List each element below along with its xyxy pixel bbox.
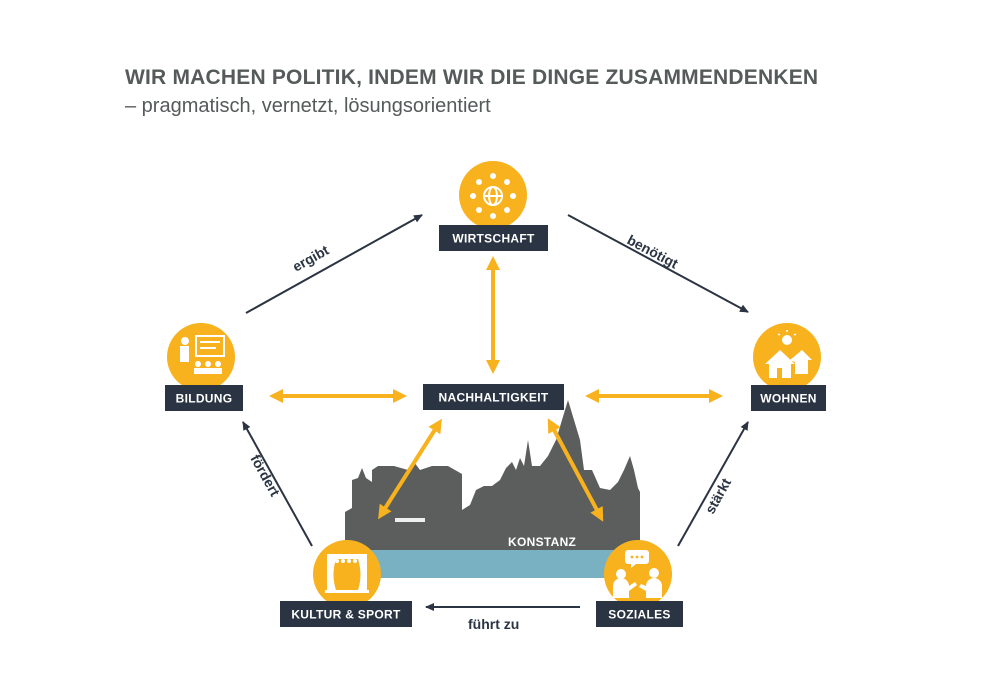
- node-bildung: BILDUNG: [165, 323, 243, 411]
- node-soziales: SOZIALES: [596, 540, 683, 627]
- houses-sun-icon: [765, 330, 812, 378]
- teacher-board-icon: [180, 335, 225, 374]
- link-kultur-nachhaltigkeit: [378, 418, 442, 520]
- relationship-arrows: [242, 214, 749, 611]
- node-soziales-label: SOZIALES: [608, 608, 670, 622]
- node-wohnen: WOHNEN: [751, 323, 826, 411]
- theater-stage-icon: [325, 554, 369, 593]
- konstanz-skyline: KONSTANZ: [345, 400, 640, 578]
- page-title: WIR MACHEN POLITIK, INDEM WIR DIE DINGE …: [125, 66, 819, 89]
- node-bildung-label-box: [165, 385, 243, 411]
- node-kultur-sport-label-box: [280, 601, 412, 627]
- edge-label-benoetigt: benötigt: [625, 232, 682, 272]
- link-soziales-nachhaltigkeit: [547, 418, 604, 522]
- node-wohnen-label: WOHNEN: [760, 392, 816, 406]
- edge-label-fuehrt-zu: führt zu: [468, 616, 519, 632]
- node-nachhaltigkeit: NACHHALTIGKEIT: [423, 384, 564, 410]
- node-nachhaltigkeit-label: NACHHALTIGKEIT: [439, 391, 549, 405]
- lake-water: [345, 550, 640, 578]
- edge-label-foerdert: fördert: [247, 452, 283, 500]
- arrow-foerdert: [242, 421, 313, 547]
- arrow-staerkt: [677, 421, 749, 547]
- arrow-ergibt: [245, 214, 423, 314]
- skyline-silhouette: [345, 400, 640, 550]
- globe-network-icon: [470, 173, 516, 219]
- node-nachhaltigkeit-label-box: [423, 384, 564, 410]
- node-soziales-label-box: [596, 601, 683, 627]
- node-wirtschaft: WIRTSCHAFT: [439, 161, 548, 251]
- page-subtitle: – pragmatisch, vernetzt, lösungsorientie…: [125, 95, 491, 117]
- people-talking-icon: [613, 550, 662, 598]
- sustainability-links: [269, 256, 723, 522]
- node-kultur-sport-circle: [313, 540, 381, 608]
- node-bildung-label: BILDUNG: [176, 392, 233, 406]
- city-label: KONSTANZ: [508, 535, 576, 549]
- arrow-benoetigt: [567, 214, 749, 313]
- node-wirtschaft-label: WIRTSCHAFT: [452, 232, 535, 246]
- node-kultur-sport: KULTUR & SPORT: [280, 540, 412, 627]
- node-wirtschaft-label-box: [439, 225, 548, 251]
- node-kultur-sport-label: KULTUR & SPORT: [291, 608, 401, 622]
- node-wohnen-label-box: [751, 385, 826, 411]
